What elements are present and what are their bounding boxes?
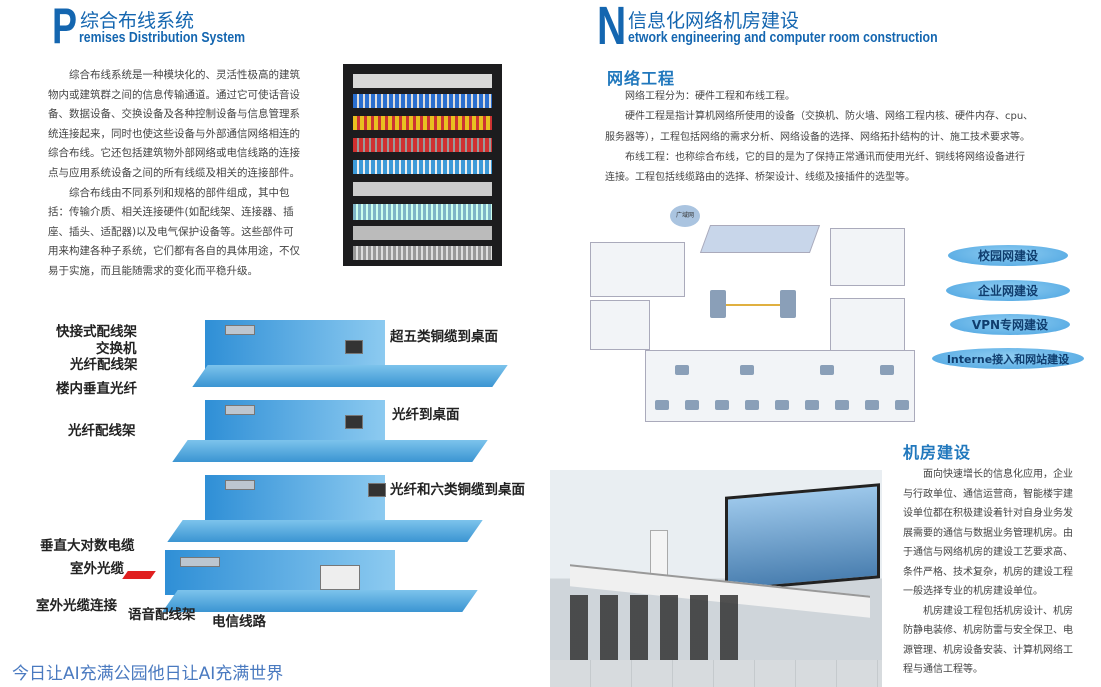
outdoor-connection-marker: [122, 571, 156, 579]
cabling-paragraph: 综合布线由不同系列和规格的部件组成，其中包括：传输介质、相关连接硬件(如配线架、…: [48, 186, 300, 277]
label-fiber-panel: 光纤配线架: [68, 423, 136, 439]
label-vertical-fiber: 楼内垂直光纤: [56, 381, 137, 397]
label-telecom-line: 电信线路: [212, 614, 266, 630]
right-title-zh: 信息化网络机房建设: [628, 10, 800, 32]
service-enterprise-network: 企业网建设: [946, 280, 1070, 301]
rack-photo: [343, 64, 502, 266]
slogan: 今日让AI充满公园他日让AI充满世界: [12, 664, 284, 684]
room-heading: 机房建设: [903, 443, 972, 462]
service-internet-website: Interne接入和网站建设: [932, 348, 1084, 369]
room-description: 面向快速增长的信息化应用，企业与行政单位、通信运营商，智能楼宇建设单位都在积极建…: [903, 465, 1075, 680]
network-line: 服务器等），工程包括网络的需求分析、网络设备的选择、网络拓扑结构的计、施工技术要…: [605, 131, 1030, 143]
left-title-zh: 综合布线系统: [80, 10, 195, 32]
control-room-photo: [550, 470, 882, 687]
network-description: 网络工程分为：硬件工程和布线工程。 硬件工程是指计算机网络所使用的设备（交换机、…: [605, 87, 1034, 188]
label-switch: 交换机: [96, 341, 137, 357]
network-line: 硬件工程是指计算机网络所使用的设备（交换机、防火墙、网络工程内核、硬件内存、cp…: [625, 111, 1034, 123]
left-title-en: remises Distribution System: [79, 29, 246, 46]
title-letter-p: P: [52, 0, 78, 54]
label-outdoor-fiber: 室外光缆: [70, 561, 124, 577]
service-campus-network: 校园网建设: [948, 245, 1068, 266]
label-fiber-desk: 光纤到桌面: [392, 407, 460, 423]
label-outdoor-fiber-connection: 室外光缆连接: [36, 598, 117, 614]
label-vertical-cable: 垂直大对数电缆: [40, 538, 135, 554]
label-fiber-cat6: 光纤和六类铜缆到桌面: [390, 482, 525, 498]
service-vpn: VPN专网建设: [950, 314, 1070, 335]
room-paragraph: 面向快速增长的信息化应用，企业与行政单位、通信运营商，智能楼宇建设单位都在积极建…: [903, 469, 1073, 597]
label-patch-panel: 快接式配线架: [56, 324, 137, 340]
network-line: 网络工程分为：硬件工程和布线工程。: [625, 91, 795, 102]
cabling-paragraph: 综合布线系统是一种模块化的、灵活性极高的建筑物内或建筑群之间的信息传输通道。通过…: [48, 69, 300, 179]
network-topology-diagram: 广域网: [590, 200, 925, 436]
room-paragraph: 机房建设工程包括机房设计、机房防静电装修、机房防雷与安全保卫、电源管理、机房设备…: [903, 605, 1073, 676]
label-cat5e: 超五类铜缆到桌面: [390, 329, 498, 345]
network-heading: 网络工程: [607, 69, 676, 88]
right-title-en: etwork engineering and computer room con…: [628, 29, 938, 46]
label-voice-panel: 语音配线架: [128, 607, 196, 623]
title-letter-n: N: [597, 0, 627, 56]
label-fiber-panel: 光纤配线架: [70, 357, 138, 373]
wan-cloud: 广域网: [670, 205, 700, 227]
network-line: 布线工程：也称综合布线，它的目的是为了保持正常通讯而使用光纤、铜线将网络设备进行: [625, 151, 1025, 163]
network-line: 连接。工程包括线缆路由的选择、桥架设计、线缆及接插件的选型等。: [605, 172, 915, 184]
cabling-description: 综合布线系统是一种模块化的、灵活性极高的建筑物内或建筑群之间的信息传输通道。通过…: [48, 66, 304, 282]
cabling-building-diagram: [0, 295, 545, 635]
